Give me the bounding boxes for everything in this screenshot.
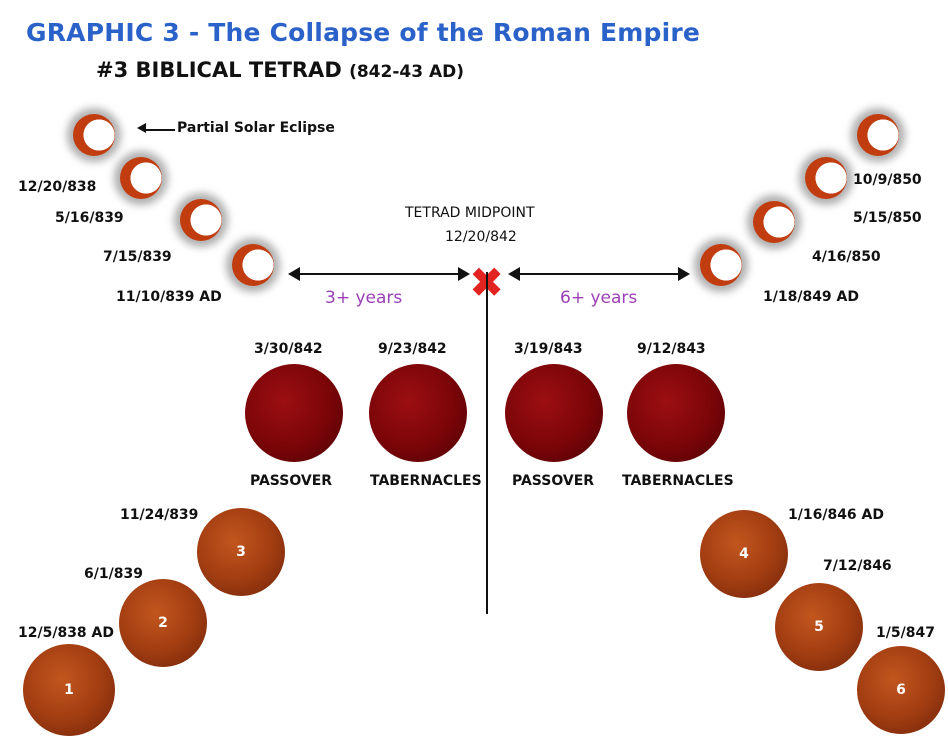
- midpoint-label: TETRAD MIDPOINT: [405, 205, 535, 221]
- feast-label-1: PASSOVER: [250, 473, 333, 489]
- midpoint-date: 12/20/842: [445, 229, 517, 245]
- solar-date-left-4: 11/10/839 AD: [116, 289, 222, 305]
- lunar-date-5: 7/12/846: [823, 558, 892, 574]
- solar-date-left-2: 5/16/839: [55, 210, 124, 226]
- solar-eclipse-right-3: [753, 201, 795, 243]
- blood-moon-4: [627, 364, 725, 462]
- left-interval-label: 3+ years: [325, 288, 403, 308]
- page-subtitle: #3 BIBLICAL TETRAD (842-43 AD): [96, 58, 464, 82]
- lunar-number-5: 5: [814, 619, 824, 635]
- lunar-date-3: 11/24/839: [120, 507, 199, 523]
- lunar-eclipse-1: 1: [23, 644, 115, 736]
- solar-date-right-4: 1/18/849 AD: [763, 289, 860, 305]
- solar-eclipse-left-4: [232, 244, 274, 286]
- lunar-date-1: 12/5/838 AD: [18, 625, 115, 641]
- blood-moon-1: [245, 364, 343, 462]
- solar-date-left-3: 7/15/839: [103, 249, 172, 265]
- lunar-eclipse-4: 4: [700, 510, 788, 598]
- solar-eclipse-left-3: [180, 199, 222, 241]
- right-arrow-head-icon: [678, 267, 690, 281]
- partial-solar-eclipse-label: Partial Solar Eclipse: [177, 120, 335, 136]
- solar-eclipse-right-2: [805, 157, 847, 199]
- lunar-number-3: 3: [236, 544, 246, 560]
- left-interval-line: [298, 273, 461, 275]
- lunar-eclipse-3: 3: [197, 508, 285, 596]
- left-arrow-head-icon: [288, 267, 300, 281]
- solar-eclipse-right-1: [857, 114, 899, 156]
- feast-label-2: TABERNACLES: [370, 473, 482, 489]
- tetrad-date-4: 9/12/843: [637, 341, 706, 357]
- lunar-eclipse-5: 5: [775, 583, 863, 671]
- lunar-number-2: 2: [158, 615, 168, 631]
- feast-label-4: TABERNACLES: [622, 473, 734, 489]
- center-divider: [486, 272, 488, 614]
- lunar-number-6: 6: [896, 682, 906, 698]
- solar-eclipse-left-2: [120, 157, 162, 199]
- right-interval-label: 6+ years: [560, 288, 638, 308]
- feast-label-3: PASSOVER: [512, 473, 595, 489]
- tetrad-date-2: 9/23/842: [378, 341, 447, 357]
- blood-moon-3: [505, 364, 603, 462]
- solar-date-right-3: 4/16/850: [812, 249, 881, 265]
- lunar-number-4: 4: [739, 546, 749, 562]
- tetrad-date-3: 3/19/843: [514, 341, 583, 357]
- subtitle-main: #3 BIBLICAL TETRAD: [96, 58, 342, 82]
- page-title: GRAPHIC 3 - The Collapse of the Roman Em…: [26, 18, 701, 47]
- solar-eclipse-right-4: [700, 244, 742, 286]
- left-arrow-tail-icon: [458, 267, 470, 281]
- lunar-number-1: 1: [64, 682, 74, 698]
- lunar-date-4: 1/16/846 AD: [788, 507, 885, 523]
- lunar-eclipse-6: 6: [857, 646, 945, 734]
- lunar-eclipse-2: 2: [119, 579, 207, 667]
- solar-date-left-1: 12/20/838: [18, 179, 97, 195]
- solar-eclipse-left-1: [73, 114, 115, 156]
- lunar-date-2: 6/1/839: [84, 566, 143, 582]
- tetrad-date-1: 3/30/842: [254, 341, 323, 357]
- solar-date-right-1: 10/9/850: [853, 172, 922, 188]
- annotation-arrow-icon: [137, 123, 175, 135]
- solar-date-right-2: 5/15/850: [853, 210, 922, 226]
- right-arrow-tail-icon: [508, 267, 520, 281]
- subtitle-range: (842-43 AD): [349, 62, 464, 82]
- right-interval-line: [518, 273, 681, 275]
- lunar-date-6: 1/5/847: [876, 625, 935, 641]
- blood-moon-2: [369, 364, 467, 462]
